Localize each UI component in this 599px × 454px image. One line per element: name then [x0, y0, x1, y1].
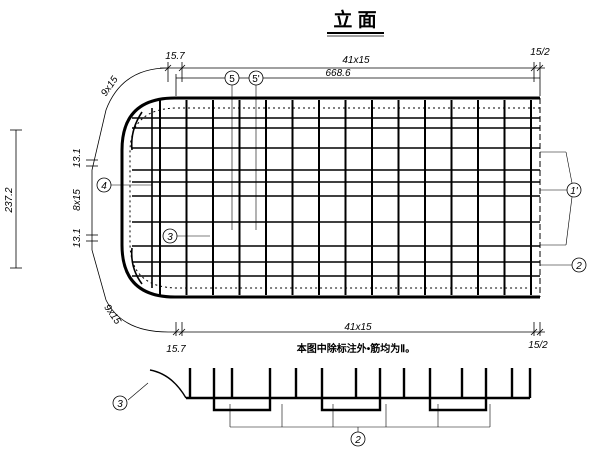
dim-height-total: 237.2 — [4, 187, 15, 213]
drawing-title: 立 面 — [333, 8, 376, 31]
svg-text:4: 4 — [101, 181, 107, 192]
svg-text:2: 2 — [354, 435, 361, 446]
bottom-dimension — [168, 322, 545, 336]
svg-text:2: 2 — [575, 261, 582, 272]
svg-text:5: 5 — [229, 74, 235, 85]
dim-bottom-left-small: 15.7 — [166, 344, 186, 355]
svg-text:3: 3 — [167, 232, 173, 243]
dim-left-mid: 8x15 — [72, 189, 83, 211]
top-dimension — [160, 62, 545, 96]
callout-5-prime: 5' — [248, 70, 264, 230]
arc-dimension — [91, 67, 169, 333]
dim-arc-bottom: 9x15 — [101, 303, 123, 327]
callout-1-prime-label: 1' — [570, 186, 579, 197]
dim-top-right-small: 15/2 — [530, 47, 550, 58]
dim-arc-top: 9x15 — [99, 74, 121, 98]
svg-text:3: 3 — [117, 399, 123, 410]
dim-left-b: 13.1 — [72, 228, 83, 247]
dim-left-a: 13.1 — [72, 148, 83, 167]
dim-top-total: 668.6 — [325, 68, 350, 79]
callout-2: 2 — [540, 257, 587, 273]
callout-2-detail: 2 — [350, 431, 366, 447]
callout-1-prime — [540, 151, 582, 246]
cage-outline-inner — [129, 107, 540, 289]
dim-bottom-right-small: 15/2 — [528, 340, 548, 351]
dim-top-left-small: 15.7 — [165, 51, 185, 62]
dim-bottom-span: 41x15 — [344, 322, 372, 333]
callout-3: 3 — [162, 228, 210, 244]
svg-text:5': 5' — [252, 74, 260, 85]
stirrup-detail — [149, 368, 532, 412]
detail-leaders — [229, 404, 491, 432]
dim-top-span: 41x15 — [342, 55, 370, 66]
drawing-note: 本图中除标注外•筋均为Ⅱ。 — [297, 342, 415, 355]
rebar-cage — [120, 96, 541, 299]
curved-stirrups — [130, 108, 153, 288]
cage-outline-outer — [120, 96, 540, 299]
left-dimension — [10, 129, 98, 269]
vertical-stirrups — [159, 100, 532, 295]
callout-3-detail: 3 — [112, 382, 149, 411]
callout-5: 5 — [224, 70, 240, 230]
horizontal-bars — [132, 117, 540, 277]
callout-4: 4 — [96, 177, 152, 193]
